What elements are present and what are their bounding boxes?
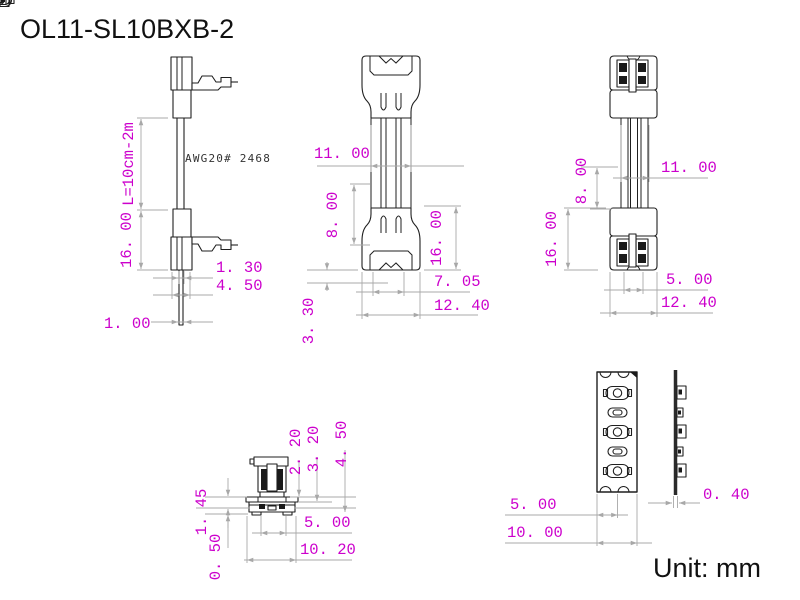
dim-label-front-705: 7. 05 bbox=[434, 273, 481, 291]
dim-label-back-800: 8. 00 bbox=[573, 158, 591, 205]
cable bbox=[176, 117, 185, 211]
pad-large bbox=[0, 0, 15, 8]
wire-tail bbox=[178, 269, 184, 326]
view-front: 11. 00 8. 00 16. 00 7. 05 12. 40 3. 30 bbox=[300, 55, 490, 345]
dim-label-back-1600: 16. 00 bbox=[543, 211, 561, 267]
dim-label-sec-145: 1. 45 bbox=[193, 489, 211, 536]
dim-label-front-1100: 11. 00 bbox=[314, 145, 370, 163]
dim-label-front-330: 3. 30 bbox=[300, 298, 318, 345]
dim-label-side-130: 1. 30 bbox=[216, 259, 263, 277]
dim-label-side-450: 4. 50 bbox=[216, 277, 263, 295]
cable-marking-label: AWG20# 2468 bbox=[185, 152, 271, 165]
dim-label-side-100: 1. 00 bbox=[104, 315, 151, 333]
dim-label-side-16: 16. 00 bbox=[118, 212, 136, 268]
pad-plate bbox=[0, 0, 638, 493]
page-title: OL11-SL10BXB-2 bbox=[20, 14, 234, 44]
back-connector bbox=[609, 55, 658, 119]
side-top-connector bbox=[170, 56, 238, 119]
front-connector bbox=[361, 55, 421, 119]
dim-label-sec-450: 4. 50 bbox=[333, 421, 351, 468]
edge-profile bbox=[0, 0, 687, 495]
section-connector bbox=[245, 456, 299, 516]
unit-label: Unit: mm bbox=[653, 553, 761, 583]
dim-label-front-800: 8. 00 bbox=[324, 192, 342, 239]
dim-label-pads-500: 5. 00 bbox=[510, 496, 557, 514]
dim-label-back-500: 5. 00 bbox=[666, 271, 713, 289]
dim-label-back-1100: 11. 00 bbox=[661, 159, 717, 177]
dim-label-sec-050: 0. 50 bbox=[207, 534, 225, 581]
view-section: 2. 20 3. 20 4. 50 1. 45 0. 50 5. 00 10. … bbox=[193, 421, 356, 581]
view-back: 8. 00 11. 00 16. 00 5. 00 12. 40 bbox=[543, 55, 717, 317]
dim-label-cable-length: L=10cm-2m bbox=[120, 122, 138, 206]
view-side: AWG20# 2468 L=10cm-2m 16. 00 1. 30 4. 50… bbox=[104, 56, 271, 333]
dim-label-front-1240: 12. 40 bbox=[434, 297, 490, 315]
dim-label-sec-320: 3. 20 bbox=[305, 426, 323, 473]
back-wires bbox=[620, 118, 649, 208]
dim-label-sec-220: 2. 20 bbox=[287, 429, 305, 476]
dim-label-back-1240: 12. 40 bbox=[661, 294, 717, 312]
dim-label-sec-1020: 10. 20 bbox=[300, 541, 356, 559]
dim-label-front-1600: 16. 00 bbox=[428, 210, 446, 266]
dim-label-pads-1000: 10. 00 bbox=[507, 524, 563, 542]
dim-label-pads-040: 0. 40 bbox=[703, 486, 750, 504]
front-wires bbox=[370, 118, 412, 208]
dim-label-sec-500: 5. 00 bbox=[304, 514, 351, 532]
latch-arm bbox=[191, 75, 232, 91]
edge-tab-small bbox=[0, 0, 7, 6]
view-pads: 5. 00 10. 00 0. 40 bbox=[0, 0, 750, 546]
